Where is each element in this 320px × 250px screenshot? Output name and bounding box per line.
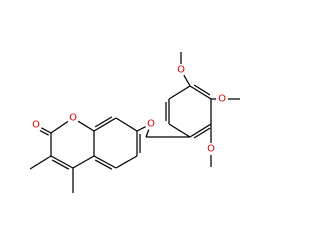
oxygen-methoxy-bottom-label: O <box>207 144 215 155</box>
bond-p5-p6-double <box>193 127 211 139</box>
oxygen-ring-label: O <box>69 113 77 124</box>
molecule-structure: O O O O O O <box>29 52 240 193</box>
oxygen-ether-label: O <box>147 119 155 130</box>
bond-c6-c5 <box>115 155 138 169</box>
bond-carbonyl-outer <box>41 127 52 134</box>
bond-p3-p4-double <box>193 84 211 96</box>
bond-c3-c4 <box>50 155 74 169</box>
bond-c4-c4a <box>72 155 95 169</box>
bond-p6-p1 <box>168 123 191 138</box>
bond-p2-p3 <box>168 85 191 100</box>
bond-c2-o1 <box>50 120 69 134</box>
oxygen-methoxy-top-label: O <box>177 65 185 76</box>
bond-c3-c4-double <box>51 159 70 170</box>
oxygen-methoxy-right-label: O <box>218 94 226 105</box>
bond-oether-ch2 <box>145 129 150 138</box>
oxygen-carbonyl-label: O <box>32 120 40 131</box>
bond-o1-c8a <box>77 120 95 132</box>
bond-c8a-c8 <box>93 117 117 132</box>
bond-c8a-c8-double <box>94 116 113 128</box>
bond-c5-c4a-double <box>94 159 113 170</box>
bond-p5-p6 <box>189 123 212 138</box>
bond-c3-methyl <box>29 155 52 170</box>
bond-p3-p4 <box>189 85 212 100</box>
bond-c8-c7 <box>115 117 138 132</box>
bond-c7-oether <box>136 126 146 132</box>
bond-carbonyl-inner <box>39 129 49 136</box>
bond-c5-c4a <box>93 155 117 169</box>
bond-p3-o3 <box>183 74 191 87</box>
